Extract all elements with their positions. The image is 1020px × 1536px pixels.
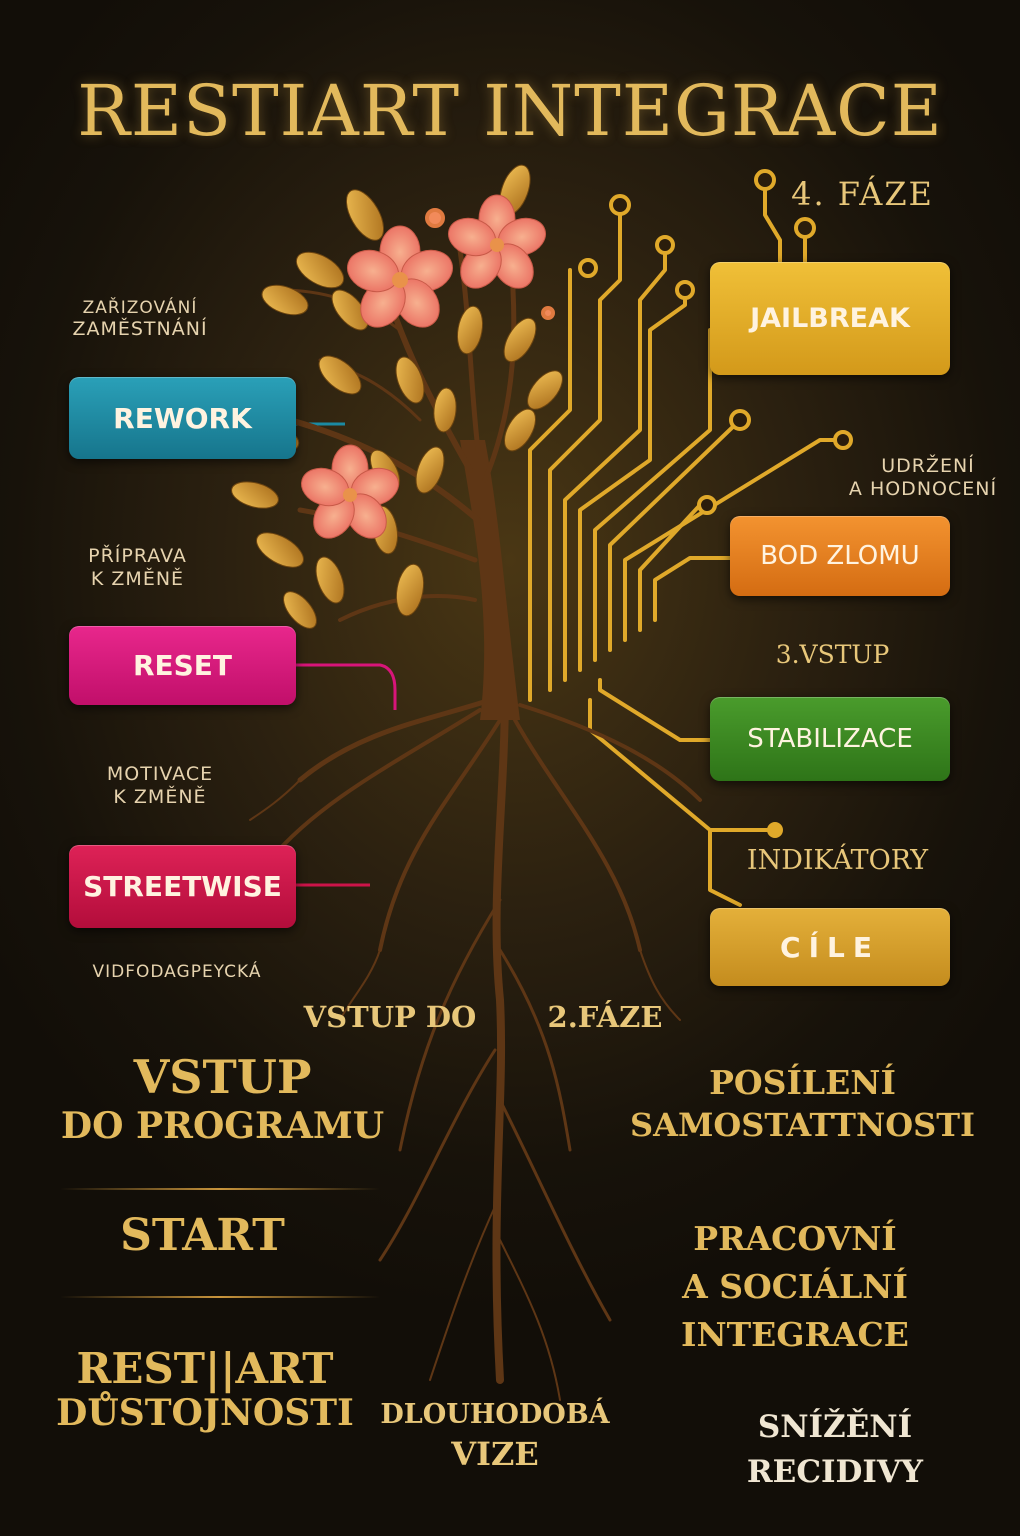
streetwise-caption-line2: K ZMĚNĚ <box>113 785 207 808</box>
program-entry: VSTUP DO PROGRAMU <box>60 1050 385 1148</box>
retention-line1: UDRŽENÍ <box>881 455 975 477</box>
reset-caption: PŘÍPRAVA K ZMĚNĚ <box>70 545 205 591</box>
bod-zlomu-box: BOD ZLOMU <box>730 516 950 596</box>
restart-dignity: REST||ART DŮSTOJNOSTI <box>55 1344 355 1435</box>
left-footnote: VIDFODAGPEYCKÁ <box>92 962 262 982</box>
indikatory-label: INDIKÁTORY <box>746 845 929 876</box>
retention-caption: UDRŽENÍ A HODNOCENÍ <box>838 455 1008 501</box>
streetwise-caption: MOTIVACE K ZMĚNĚ <box>85 763 235 809</box>
vstup-do-label: VSTUP DO <box>303 1000 477 1034</box>
integration-line3: INTEGRACE <box>681 1314 909 1354</box>
phase3-label: 3.VSTUP <box>775 640 890 669</box>
circuit-nodes <box>425 169 853 838</box>
reset-caption-line2: K ZMĚNĚ <box>90 567 185 590</box>
independence: POSÍLENÍ SAMOSTATTNOSTI <box>630 1062 975 1146</box>
recidivism-reduction: SNÍŽĚNÍ RECIDIVY <box>740 1405 930 1495</box>
cile-box: CÍLE <box>710 908 950 986</box>
restart-line2: DŮSTOJNOSTI <box>56 1392 354 1435</box>
reset-box: RESET <box>69 626 296 705</box>
recidivism-line2: RECIDIVY <box>746 1453 924 1490</box>
streetwise-box: STREETWISE <box>69 845 296 928</box>
page-title: RESTIART INTEGRACE <box>77 70 943 152</box>
rework-caption-line1: ZAŘIZOVÁNÍ <box>82 298 198 318</box>
jailbreak-box: JAILBREAK <box>710 262 950 375</box>
independence-line2: SAMOSTATTNOSTI <box>630 1105 975 1144</box>
program-entry-line1: VSTUP <box>133 1050 312 1104</box>
roots <box>249 686 702 1401</box>
integration-line1: PRACOVNÍ <box>693 1219 897 1258</box>
recidivism-line1: SNÍŽĚNÍ <box>757 1409 913 1445</box>
reset-caption-line1: PŘÍPRAVA <box>88 545 187 567</box>
trunk <box>460 440 520 720</box>
integration-line2: A SOCIÁLNÍ <box>682 1266 908 1306</box>
work-social-integration: PRACOVNÍ A SOCIÁLNÍ INTEGRACE <box>660 1215 930 1359</box>
long-term-line1: DLOUHODOBÁ <box>380 1399 610 1430</box>
retention-line2: A HODNOCENÍ <box>848 477 998 500</box>
rework-caption: ZAŘIZOVÁNÍ ZAMĚSTNÁNÍ <box>55 298 225 341</box>
long-term-vision: DLOUHODOBÁ VIZE <box>375 1397 615 1477</box>
long-term-line2: VIZE <box>451 1435 539 1474</box>
flowers <box>301 194 546 539</box>
phase2-label: 2.FÁZE <box>547 1000 663 1034</box>
divider-top <box>60 1188 380 1190</box>
restart-line1: REST||ART <box>76 1344 334 1393</box>
divider-bottom <box>60 1296 380 1298</box>
rework-box: REWORK <box>69 377 296 459</box>
independence-line1: POSÍLENÍ <box>709 1063 896 1102</box>
rework-caption-line2: ZAMĚSTNÁNÍ <box>72 318 208 341</box>
program-entry-line2: DO PROGRAMU <box>60 1105 385 1148</box>
phase4-label: 4. FÁZE <box>791 175 934 213</box>
stabilizace-box: STABILIZACE <box>710 697 950 781</box>
streetwise-caption-line1: MOTIVACE <box>106 763 214 785</box>
start-label: START <box>120 1210 285 1261</box>
circuit-traces <box>528 188 845 907</box>
